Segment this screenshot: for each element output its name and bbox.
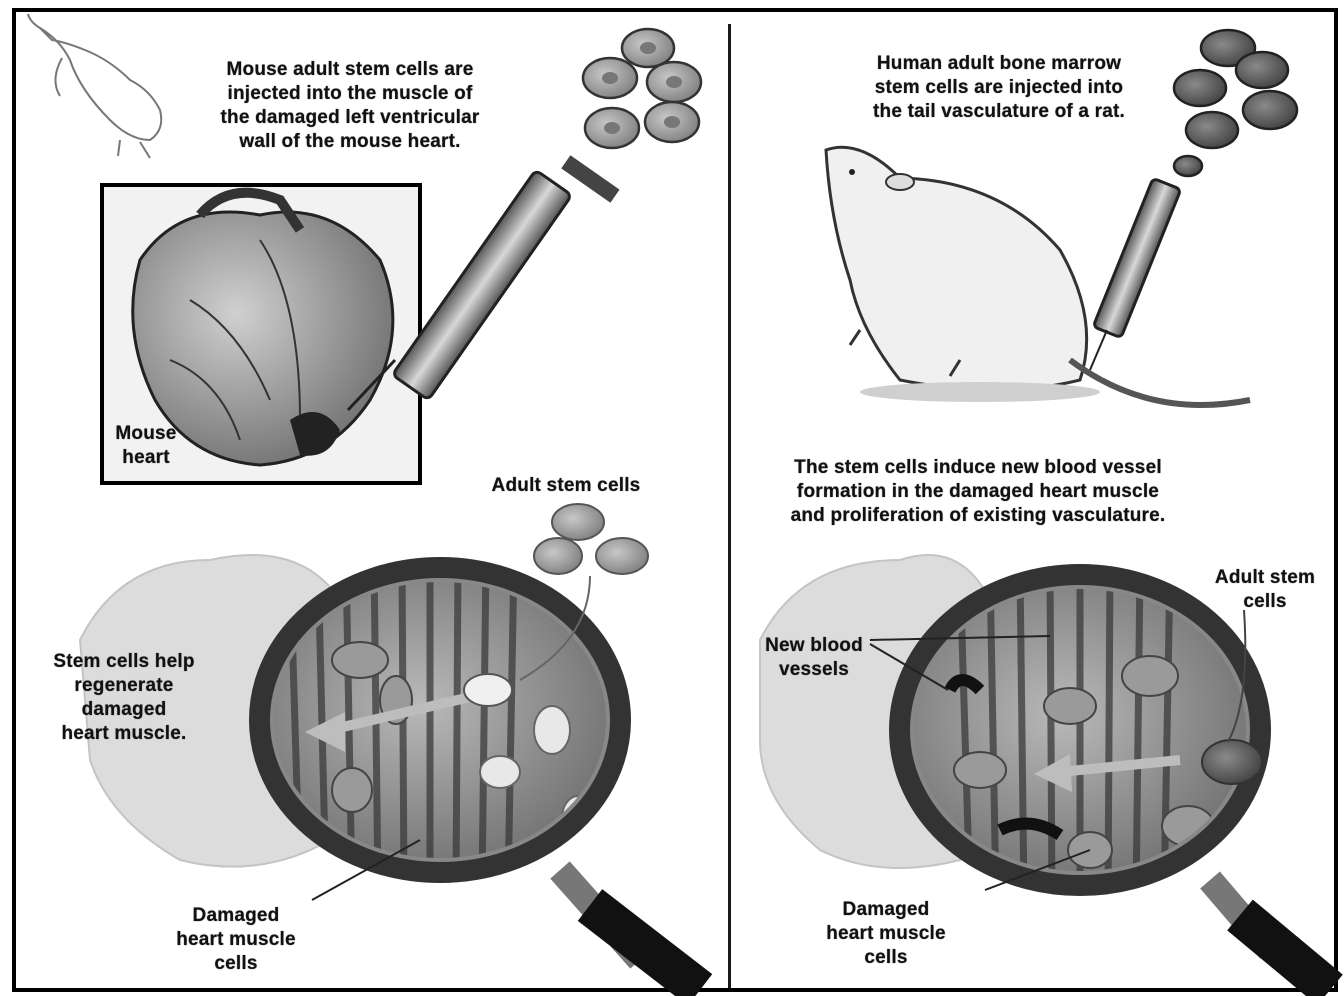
damaged-cells-label-left: Damaged heart muscle cells [156,904,316,976]
mouse-heart-label: Mouse heart [96,422,196,470]
syringe-right [1090,178,1181,370]
adult-stem-cell-right [1202,740,1262,784]
stem-cells-cluster-left [583,29,701,148]
damaged-cells-label-right: Damaged heart muscle cells [806,898,966,970]
induce-text: The stem cells induce new blood vessel f… [750,456,1206,528]
regenerate-text: Stem cells help regenerate damaged heart… [34,650,214,746]
stem-cells-cluster-right [1174,30,1297,176]
adult-stem-cells-label-left: Adult stem cells [476,474,656,498]
right-intro-text: Human adult bone marrow stem cells are i… [844,52,1154,124]
mouse-sketch [28,14,161,158]
adult-stem-cells-label-right: Adult stem cells [1200,566,1330,614]
new-blood-vessels-label: New blood vessels [744,634,884,682]
left-intro-text: Mouse adult stem cells are injected into… [190,58,510,154]
magnifier-left [260,560,700,990]
rat-illustration [826,147,1250,405]
